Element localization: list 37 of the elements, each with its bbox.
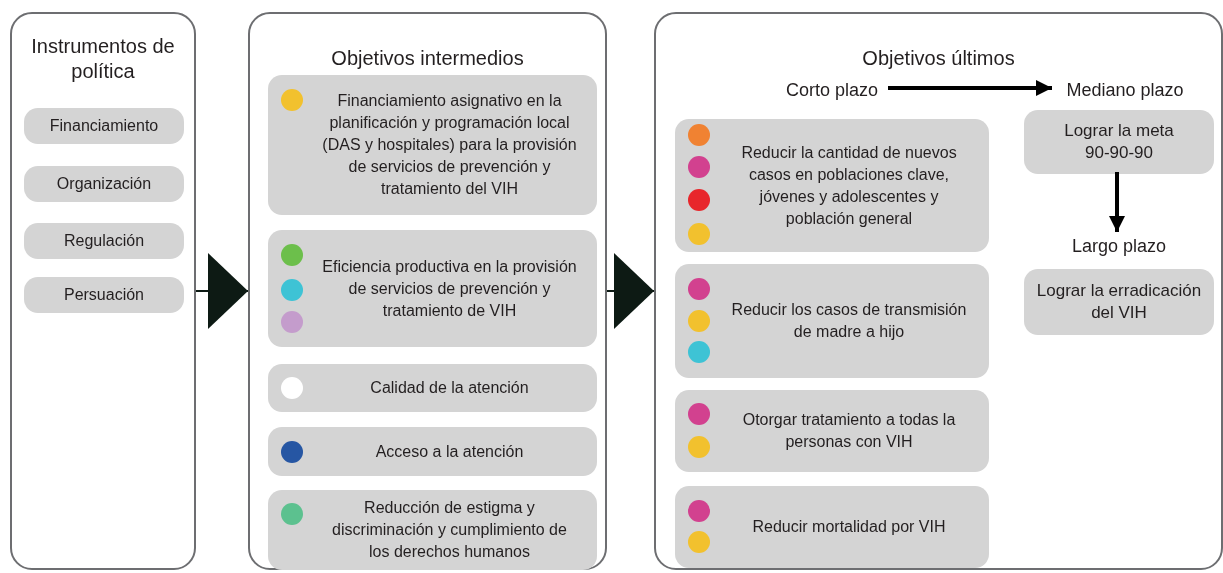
objective-card [675,264,989,378]
chevron-arrow [195,253,249,329]
objective-text: Reducir mortalidad por VIH [752,517,946,537]
objective-text: Reducción de estigma y discriminación y cumplimiento de los derechos humanos [331,498,568,562]
objectives-panel [248,12,607,570]
policy-instruments-panel [10,12,196,570]
goal-card: Lograr la erradicación del VIH [1024,269,1214,335]
objective-card [268,427,597,476]
timeframe-label: Mediano plazo [1054,78,1196,102]
objectives-panel [654,12,1223,570]
panel-title: Objetivos intermedios [330,46,525,71]
objective-card [268,490,597,570]
chevron-arrow [606,253,655,329]
timeframe-label: Largo plazo [1059,234,1179,258]
objective-text: Reducir los casos de transmisión de madre a hijo [730,300,968,342]
objective-text: Acceso a la atención [375,441,524,462]
objective-card [675,486,989,568]
objective-text: Financiamiento asignativo en la planificación y programación local (DAS y hospitales) para la provisión de servicios de prevención y tratamiento del VIH [321,91,578,199]
objective-text: Calidad de la atención [370,378,529,398]
arrow [1109,172,1125,232]
objective-text: Reducir la cantidad de nuevos casos en poblaciones clave, jóvenes y adolescentes y población general [740,142,958,229]
policy-instrument-pill: Financiamiento [24,108,184,144]
policy-instrument-pill: Organización [24,166,184,202]
panel-title: Objetivos últimos [861,46,1016,71]
objective-card [675,390,989,472]
objective-card [268,230,597,347]
goal-card: Lograr la meta 90-90-90 [1024,110,1214,174]
objective-card [268,364,597,412]
objective-card [268,75,597,215]
arrow [888,80,1052,96]
objective-text: Otorgar tratamiento a todas la personas con VIH [741,410,957,452]
objective-text: Eficiencia productiva en la provisión de servicios de prevención y tratamiento de VIH [321,256,578,321]
policy-instrument-pill: Persuación [24,277,184,313]
policy-instrument-pill: Regulación [24,223,184,259]
objective-card [675,119,989,252]
timeframe-label: Corto plazo [774,78,890,102]
panel-title: Instrumentos de política [30,34,176,84]
